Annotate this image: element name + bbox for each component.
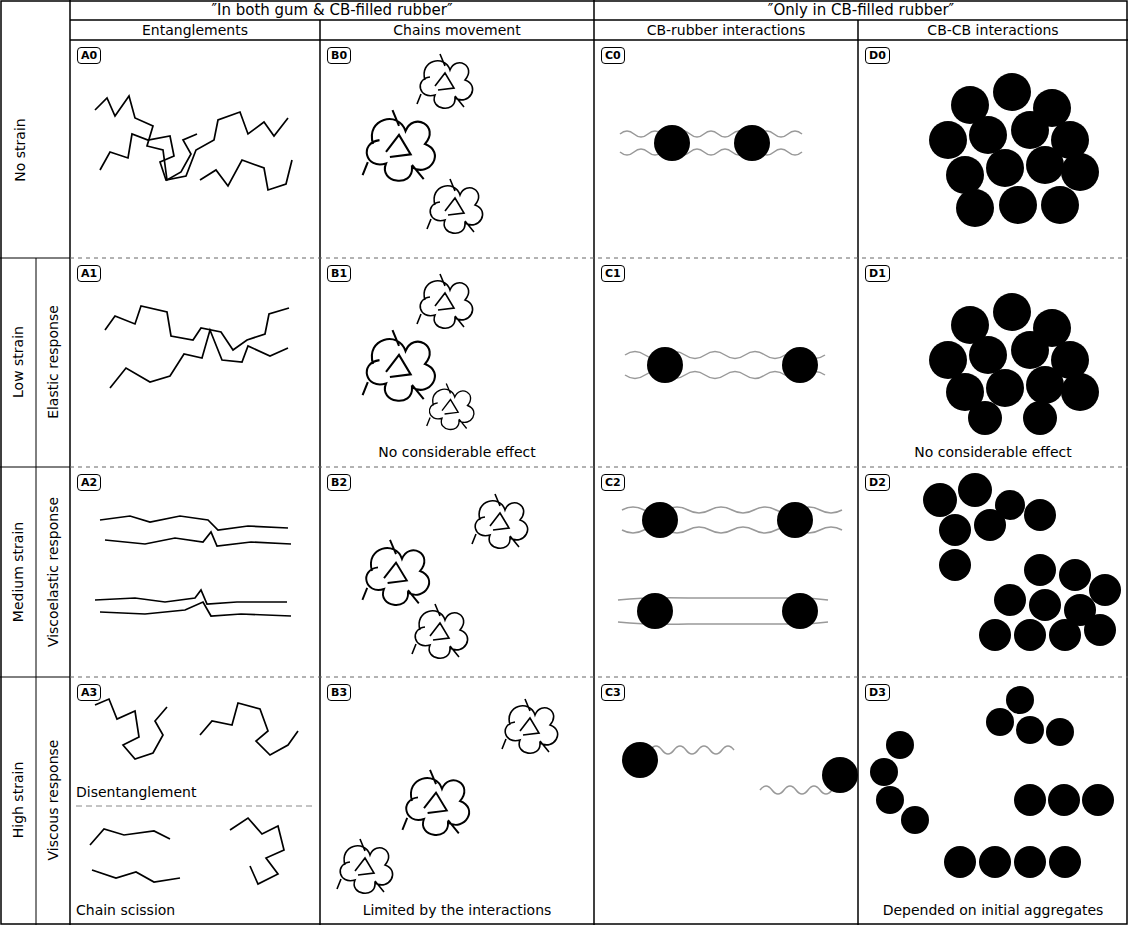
group-header: ″In both gum & CB-filled rubber″ bbox=[70, 0, 594, 20]
column-header: Chains movement bbox=[320, 20, 594, 40]
callout-number: D3 bbox=[865, 684, 890, 701]
cell-note: No considerable effect bbox=[858, 442, 1128, 462]
callout-number: A1 bbox=[77, 265, 101, 282]
group-header: ″Only in CB-filled rubber″ bbox=[594, 0, 1128, 20]
cell-note: Chain scission bbox=[76, 900, 316, 920]
callout-number: C3 bbox=[601, 684, 625, 701]
callout-number: C1 bbox=[601, 265, 625, 282]
row-label: High strain bbox=[10, 762, 27, 839]
cb-rubber-interactions bbox=[618, 125, 858, 794]
callout-number: D1 bbox=[865, 265, 890, 282]
row-label: Medium strain bbox=[10, 522, 27, 622]
cell-note: Disentanglement bbox=[76, 782, 316, 802]
callout-number: B1 bbox=[327, 265, 351, 282]
callout-number: D0 bbox=[865, 47, 890, 64]
callout-number: B3 bbox=[327, 684, 351, 701]
column-header: Entanglements bbox=[70, 20, 320, 40]
cell-note: No considerable effect bbox=[320, 442, 594, 462]
row-label: Viscoelastic response bbox=[45, 497, 62, 647]
row-label: Low strain bbox=[10, 326, 27, 398]
column-header: CB-rubber interactions bbox=[594, 20, 858, 40]
callout-number: A2 bbox=[77, 474, 101, 491]
callout-number: B0 bbox=[327, 47, 351, 64]
column-header: CB-CB interactions bbox=[858, 20, 1128, 40]
cell-note: Depended on initial aggregates bbox=[858, 900, 1128, 920]
cell-note: Limited by the interactions bbox=[320, 900, 594, 920]
chain-coils bbox=[337, 54, 558, 893]
row-label: No strain bbox=[12, 118, 29, 181]
cb-aggregates bbox=[870, 73, 1121, 878]
callout-number: A3 bbox=[77, 684, 101, 701]
row-label: Viscous response bbox=[45, 740, 62, 861]
entanglement-chains bbox=[90, 96, 298, 884]
callout-number: D2 bbox=[865, 474, 890, 491]
callout-number: A0 bbox=[77, 47, 101, 64]
callout-number: C2 bbox=[601, 474, 625, 491]
callout-number: C0 bbox=[601, 47, 625, 64]
row-label: Elastic response bbox=[45, 305, 62, 419]
callout-number: B2 bbox=[327, 474, 351, 491]
